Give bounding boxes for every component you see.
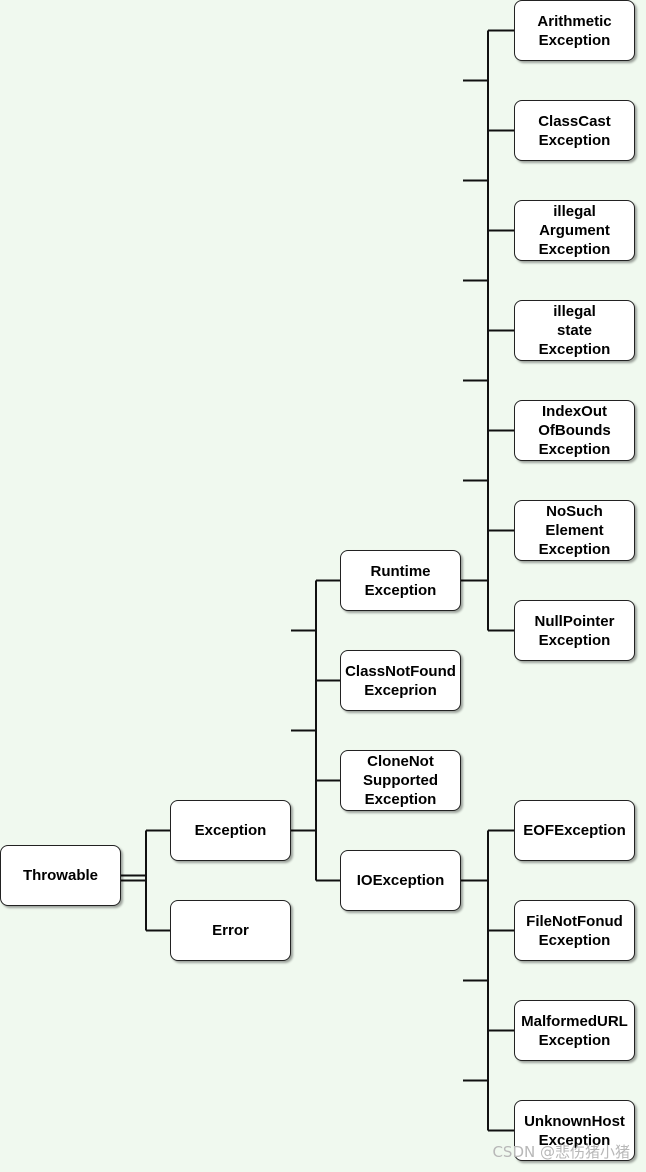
node-throwable[interactable]: Throwable bbox=[0, 845, 121, 906]
node-eof-exception[interactable]: EOFException bbox=[514, 800, 635, 861]
node-runtime-exception[interactable]: Runtime Exception bbox=[340, 550, 461, 611]
node-classcast-exception[interactable]: ClassCast Exception bbox=[514, 100, 635, 161]
node-classnotfound-exception[interactable]: ClassNotFound Exceprion bbox=[340, 650, 461, 711]
node-nosuchelement-exception[interactable]: NoSuch Element Exception bbox=[514, 500, 635, 561]
node-indexoutofbounds-exception[interactable]: IndexOut OfBounds Exception bbox=[514, 400, 635, 461]
node-filenotfound-exception[interactable]: FileNotFonud Ecxeption bbox=[514, 900, 635, 961]
node-clonenotsupported-exception[interactable]: CloneNot Supported Exception bbox=[340, 750, 461, 811]
node-error[interactable]: Error bbox=[170, 900, 291, 961]
node-illegalargument-exception[interactable]: illegal Argument Exception bbox=[514, 200, 635, 261]
node-exception[interactable]: Exception bbox=[170, 800, 291, 861]
watermark: CSDN @悲伤猪小猪 bbox=[492, 1143, 630, 1161]
node-ioexception[interactable]: IOException bbox=[340, 850, 461, 911]
node-malformedurl-exception[interactable]: MalformedURL Exception bbox=[514, 1000, 635, 1061]
node-nullpointer-exception[interactable]: NullPointer Exception bbox=[514, 600, 635, 661]
node-illegalstate-exception[interactable]: illegal state Exception bbox=[514, 300, 635, 361]
node-arithmetic-exception[interactable]: Arithmetic Exception bbox=[514, 0, 635, 61]
node-unknownhost-exception[interactable]: UnknownHost Exception bbox=[514, 1100, 635, 1161]
